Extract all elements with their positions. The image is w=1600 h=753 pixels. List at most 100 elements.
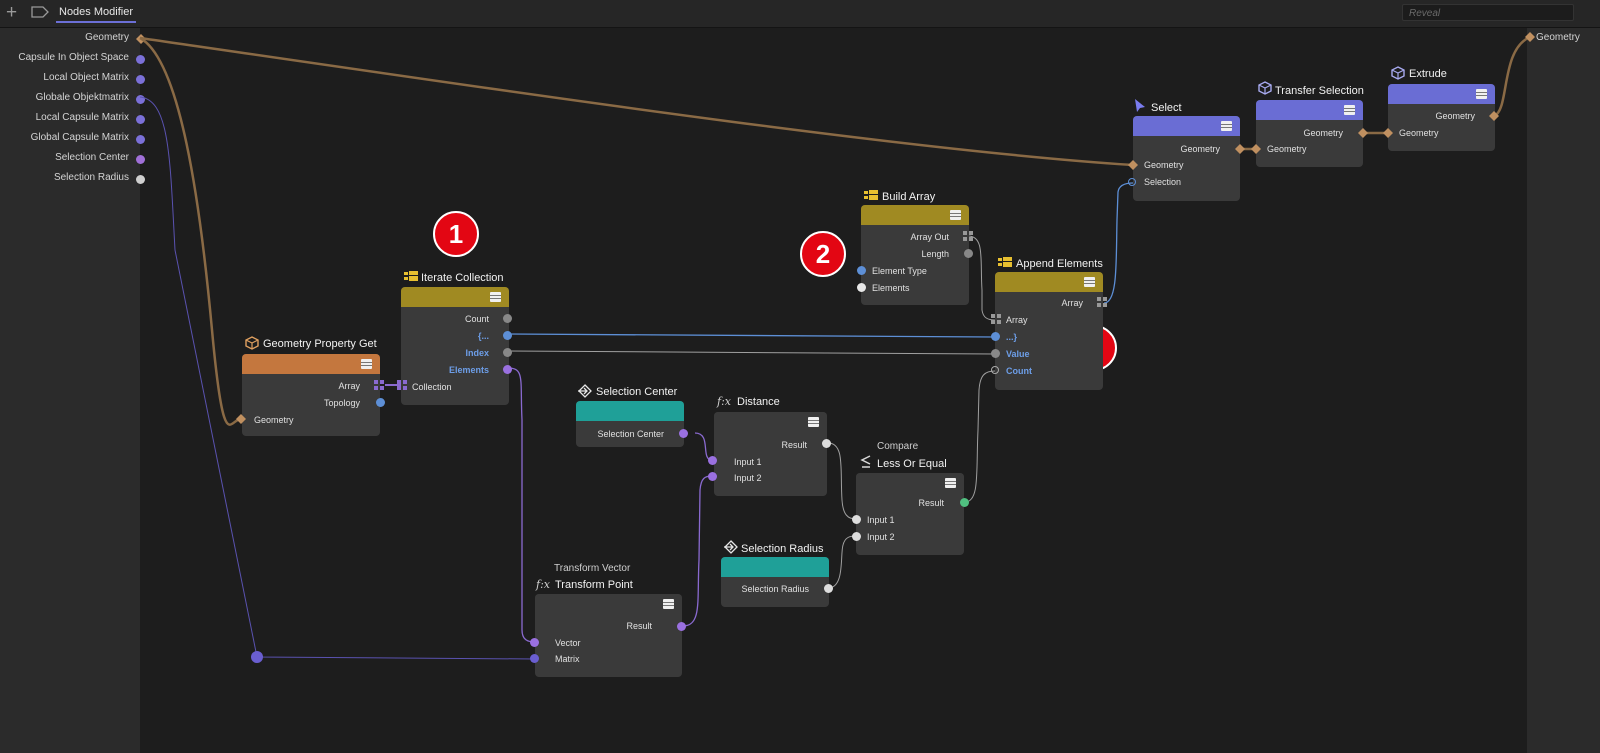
wire-distance-compare (827, 442, 857, 520)
port-dot[interactable] (376, 398, 385, 407)
node-select[interactable]: Geometry Geometry Selection (1133, 116, 1240, 201)
port-dot[interactable] (991, 349, 1000, 358)
input-port-label[interactable]: Selection Radius (53, 172, 129, 183)
array-port-icon[interactable] (397, 380, 407, 390)
node-transfer-selection[interactable]: Geometry Geometry (1256, 100, 1363, 167)
input-port-label[interactable]: Local Object Matrix (43, 72, 129, 83)
port-diamond[interactable] (1525, 32, 1535, 42)
port-dot[interactable] (136, 175, 145, 184)
menu-icon[interactable] (808, 417, 819, 427)
port-dot[interactable] (857, 266, 866, 275)
port-diamond[interactable] (1251, 144, 1261, 154)
port-dot[interactable] (503, 348, 512, 357)
port-diamond[interactable] (1383, 128, 1393, 138)
menu-icon[interactable] (1221, 121, 1232, 131)
port-dot[interactable] (503, 331, 512, 340)
port-input-2: Input 2 (867, 532, 895, 542)
port-dot[interactable] (852, 532, 861, 541)
port-dot[interactable] (708, 472, 717, 481)
port-dot[interactable] (852, 515, 861, 524)
input-port-label[interactable]: Selection Center (55, 152, 129, 163)
port-diamond[interactable] (1489, 111, 1499, 121)
node-geometry-property-get[interactable]: Array Topology Geometry (242, 354, 380, 436)
node-selection-center[interactable]: Selection Center (576, 401, 684, 447)
port-diamond[interactable] (1128, 160, 1138, 170)
menu-icon[interactable] (663, 599, 674, 609)
input-port-label[interactable]: Globale Objektmatrix (35, 92, 129, 103)
node-subtitle: Compare (877, 441, 919, 452)
menu-icon[interactable] (1344, 105, 1355, 115)
port-diamond[interactable] (236, 414, 246, 424)
node-less-or-equal[interactable]: Result Input 1 Input 2 (856, 473, 964, 555)
node-iterate-collection[interactable]: Count {... Index Elements Collection (401, 287, 509, 405)
add-icon[interactable]: + (6, 2, 18, 23)
node-title: Append Elements (1016, 258, 1103, 270)
port-dot[interactable] (964, 249, 973, 258)
port-dot[interactable] (136, 135, 145, 144)
input-port-label[interactable]: Global Capsule Matrix (30, 132, 129, 143)
array-port-icon[interactable] (1097, 297, 1107, 307)
port-diamond[interactable] (1358, 128, 1368, 138)
port-element-type: Element Type (872, 266, 927, 276)
port-dot[interactable] (503, 365, 512, 374)
port-selection-center: Selection Center (597, 429, 664, 439)
node-header (535, 594, 682, 614)
port-vector: Vector (555, 638, 581, 648)
array-port-icon[interactable] (963, 231, 973, 241)
menu-icon[interactable] (950, 210, 961, 220)
port-geometry: Geometry (254, 415, 294, 425)
menu-icon[interactable] (490, 292, 501, 302)
menu-icon[interactable] (1084, 277, 1095, 287)
node-transform-point[interactable]: Result Vector Matrix (535, 594, 682, 677)
port-dot[interactable] (857, 283, 866, 292)
port-dot[interactable] (136, 115, 145, 124)
node-title: Extrude (1409, 68, 1447, 80)
input-port-label[interactable]: Geometry (85, 32, 129, 43)
wire-build-array (967, 235, 996, 321)
port-dot[interactable] (136, 75, 145, 84)
node-distance[interactable]: Result Input 1 Input 2 (714, 412, 827, 496)
wire-elements-vector (507, 367, 536, 643)
port-dot[interactable] (530, 638, 539, 647)
array-port-icon[interactable] (374, 380, 386, 390)
port-dot[interactable] (503, 314, 512, 323)
port-dot[interactable] (991, 332, 1000, 341)
menu-icon[interactable] (945, 478, 956, 488)
tag-icon[interactable] (31, 6, 49, 18)
node-selection-radius[interactable]: Selection Radius (721, 557, 829, 607)
port-array-in: Array (1006, 315, 1028, 325)
port-dot[interactable] (960, 498, 969, 507)
port-dot[interactable] (136, 55, 145, 64)
node-append-elements[interactable]: Array Array ...} Value Count (995, 272, 1103, 390)
node-header (1256, 100, 1363, 120)
port-dot[interactable] (824, 584, 833, 593)
reveal-search-input[interactable]: Reveal (1402, 4, 1574, 21)
menu-icon[interactable] (361, 359, 372, 369)
input-port-label[interactable]: Capsule In Object Space (18, 52, 129, 63)
port-dot[interactable] (708, 456, 717, 465)
port-diamond[interactable] (1235, 144, 1245, 154)
node-header (401, 287, 509, 307)
port-dot[interactable] (822, 439, 831, 448)
port-dot[interactable] (679, 429, 688, 438)
tab-nodes-modifier[interactable]: Nodes Modifier (56, 6, 136, 23)
output-port-geometry[interactable]: Geometry (1536, 32, 1580, 43)
port-index: Index (465, 348, 489, 358)
node-build-array[interactable]: Array Out Length Element Type Elements (861, 205, 969, 305)
input-icon (724, 540, 738, 554)
array-port-icon[interactable] (991, 314, 1001, 324)
wire-compare-count (964, 370, 996, 503)
port-brace: {... (477, 331, 489, 341)
port-dot[interactable] (991, 366, 999, 374)
port-dot[interactable] (136, 95, 145, 104)
port-dot[interactable] (530, 654, 539, 663)
node-extrude[interactable]: Geometry Geometry (1388, 84, 1495, 151)
port-dot[interactable] (136, 155, 145, 164)
port-dot[interactable] (677, 622, 686, 631)
node-header (1133, 116, 1240, 136)
menu-icon[interactable] (1476, 89, 1487, 99)
input-port-label[interactable]: Local Capsule Matrix (35, 112, 129, 123)
port-input-2: Input 2 (734, 473, 762, 483)
port-dot[interactable] (1128, 178, 1136, 186)
input-icon (578, 384, 592, 398)
